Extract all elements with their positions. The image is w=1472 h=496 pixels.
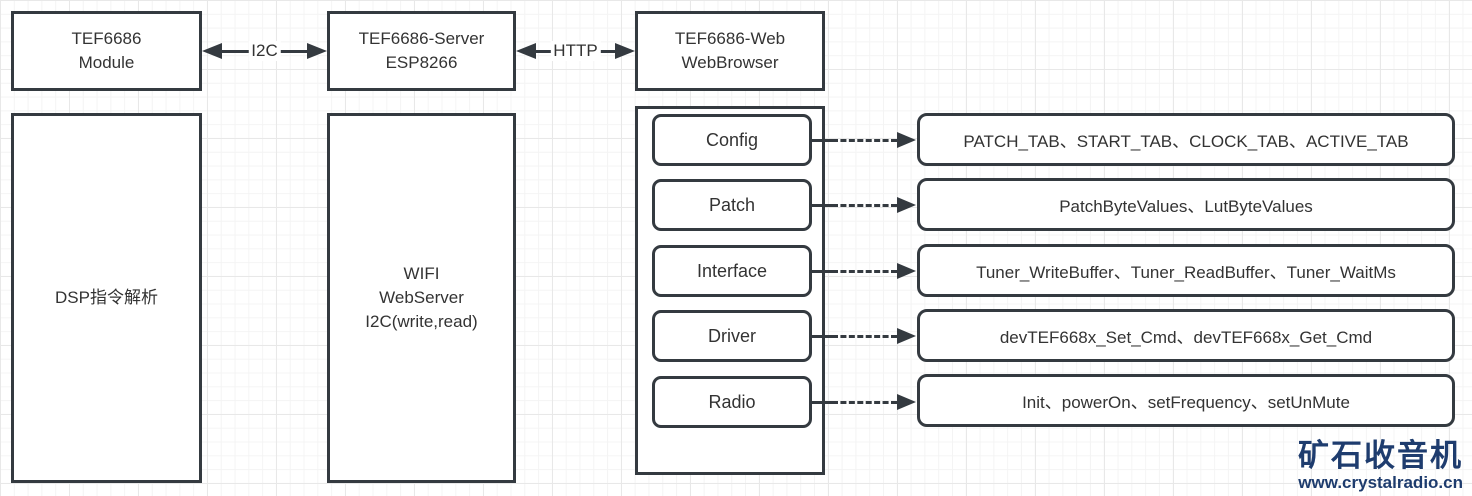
module-label: Radio bbox=[708, 391, 756, 412]
node-label-line: Module bbox=[78, 53, 135, 72]
connector-stub bbox=[810, 334, 832, 338]
arrowhead-right-icon bbox=[897, 394, 916, 410]
detail-text: devTEF668x_Set_Cmd、devTEF668x_Get_Cmd bbox=[999, 328, 1373, 347]
arrowhead-right-icon bbox=[897, 328, 916, 344]
detail-text: PatchByteValues、LutByteValues bbox=[1059, 197, 1313, 216]
node-dsp-parser: DSP指令解析 bbox=[11, 113, 202, 483]
dashed-line bbox=[832, 269, 897, 273]
dashed-arrow-config bbox=[832, 132, 916, 148]
module-label: Patch bbox=[708, 194, 756, 215]
node-wifi-webserver: WIFI WebServer I2C(write,read) bbox=[327, 113, 516, 483]
dashed-arrow-patch bbox=[832, 197, 916, 213]
node-tef6686-server: TEF6686-Server ESP8266 bbox=[327, 11, 516, 91]
arrowhead-right-icon bbox=[307, 43, 327, 59]
arrowhead-left-icon bbox=[516, 43, 536, 59]
module-item-config: Config bbox=[652, 114, 812, 166]
module-item-patch: Patch bbox=[652, 179, 812, 231]
connector-stub bbox=[810, 400, 832, 404]
detail-text: Init、powerOn、setFrequency、setUnMute bbox=[1022, 393, 1350, 412]
node-label-line: WebServer bbox=[379, 288, 464, 307]
node-label-line: I2C(write,read) bbox=[365, 312, 478, 331]
arrowhead-left-icon bbox=[202, 43, 222, 59]
module-label: Interface bbox=[696, 260, 768, 281]
dashed-line bbox=[832, 138, 897, 142]
dashed-line bbox=[832, 400, 897, 404]
node-label-line: WebBrowser bbox=[681, 53, 779, 72]
connector-stub bbox=[810, 138, 832, 142]
detail-text: Tuner_WriteBuffer、Tuner_ReadBuffer、Tuner… bbox=[976, 263, 1396, 282]
connector-label: I2C bbox=[248, 41, 281, 61]
node-label-line: WIFI bbox=[403, 264, 440, 283]
connector-label: HTTP bbox=[550, 41, 601, 61]
node-label-line: TEF6686-Server bbox=[358, 29, 485, 48]
arrowhead-right-icon bbox=[615, 43, 635, 59]
connector-http: HTTP bbox=[516, 41, 635, 61]
connector-stub bbox=[810, 269, 832, 273]
dashed-arrow-interface bbox=[832, 263, 916, 279]
arrowhead-right-icon bbox=[897, 197, 916, 213]
dashed-line bbox=[832, 203, 897, 207]
dashed-arrow-radio bbox=[832, 394, 916, 410]
watermark: 矿石收音机 www.crystalradio.cn bbox=[1298, 438, 1463, 493]
detail-box-patch: PatchByteValues、LutByteValues bbox=[917, 178, 1455, 231]
detail-box-config: PATCH_TAB、START_TAB、CLOCK_TAB、ACTIVE_TAB bbox=[917, 113, 1455, 166]
detail-box-interface: Tuner_WriteBuffer、Tuner_ReadBuffer、Tuner… bbox=[917, 244, 1455, 297]
detail-box-radio: Init、powerOn、setFrequency、setUnMute bbox=[917, 374, 1455, 427]
dashed-line bbox=[832, 334, 897, 338]
module-label: Config bbox=[705, 129, 759, 150]
dashed-arrow-driver bbox=[832, 328, 916, 344]
watermark-logo: 矿石收音机 bbox=[1298, 438, 1463, 473]
node-label-line: DSP指令解析 bbox=[55, 288, 158, 307]
connector-stub bbox=[810, 203, 832, 207]
node-label-line: TEF6686 bbox=[71, 29, 142, 48]
node-label-line: TEF6686-Web bbox=[674, 29, 786, 48]
connector-i2c: I2C bbox=[202, 41, 327, 61]
module-item-driver: Driver bbox=[652, 310, 812, 362]
detail-box-driver: devTEF668x_Set_Cmd、devTEF668x_Get_Cmd bbox=[917, 309, 1455, 362]
node-tef6686-module: TEF6686 Module bbox=[11, 11, 202, 91]
arrowhead-right-icon bbox=[897, 263, 916, 279]
node-label-line: ESP8266 bbox=[385, 53, 458, 72]
detail-text: PATCH_TAB、START_TAB、CLOCK_TAB、ACTIVE_TAB bbox=[963, 132, 1409, 151]
watermark-url: www.crystalradio.cn bbox=[1298, 473, 1463, 492]
module-label: Driver bbox=[708, 325, 756, 346]
module-item-radio: Radio bbox=[652, 376, 812, 428]
node-tef6686-web: TEF6686-Web WebBrowser bbox=[635, 11, 825, 91]
arrowhead-right-icon bbox=[897, 132, 916, 148]
module-item-interface: Interface bbox=[652, 245, 812, 297]
